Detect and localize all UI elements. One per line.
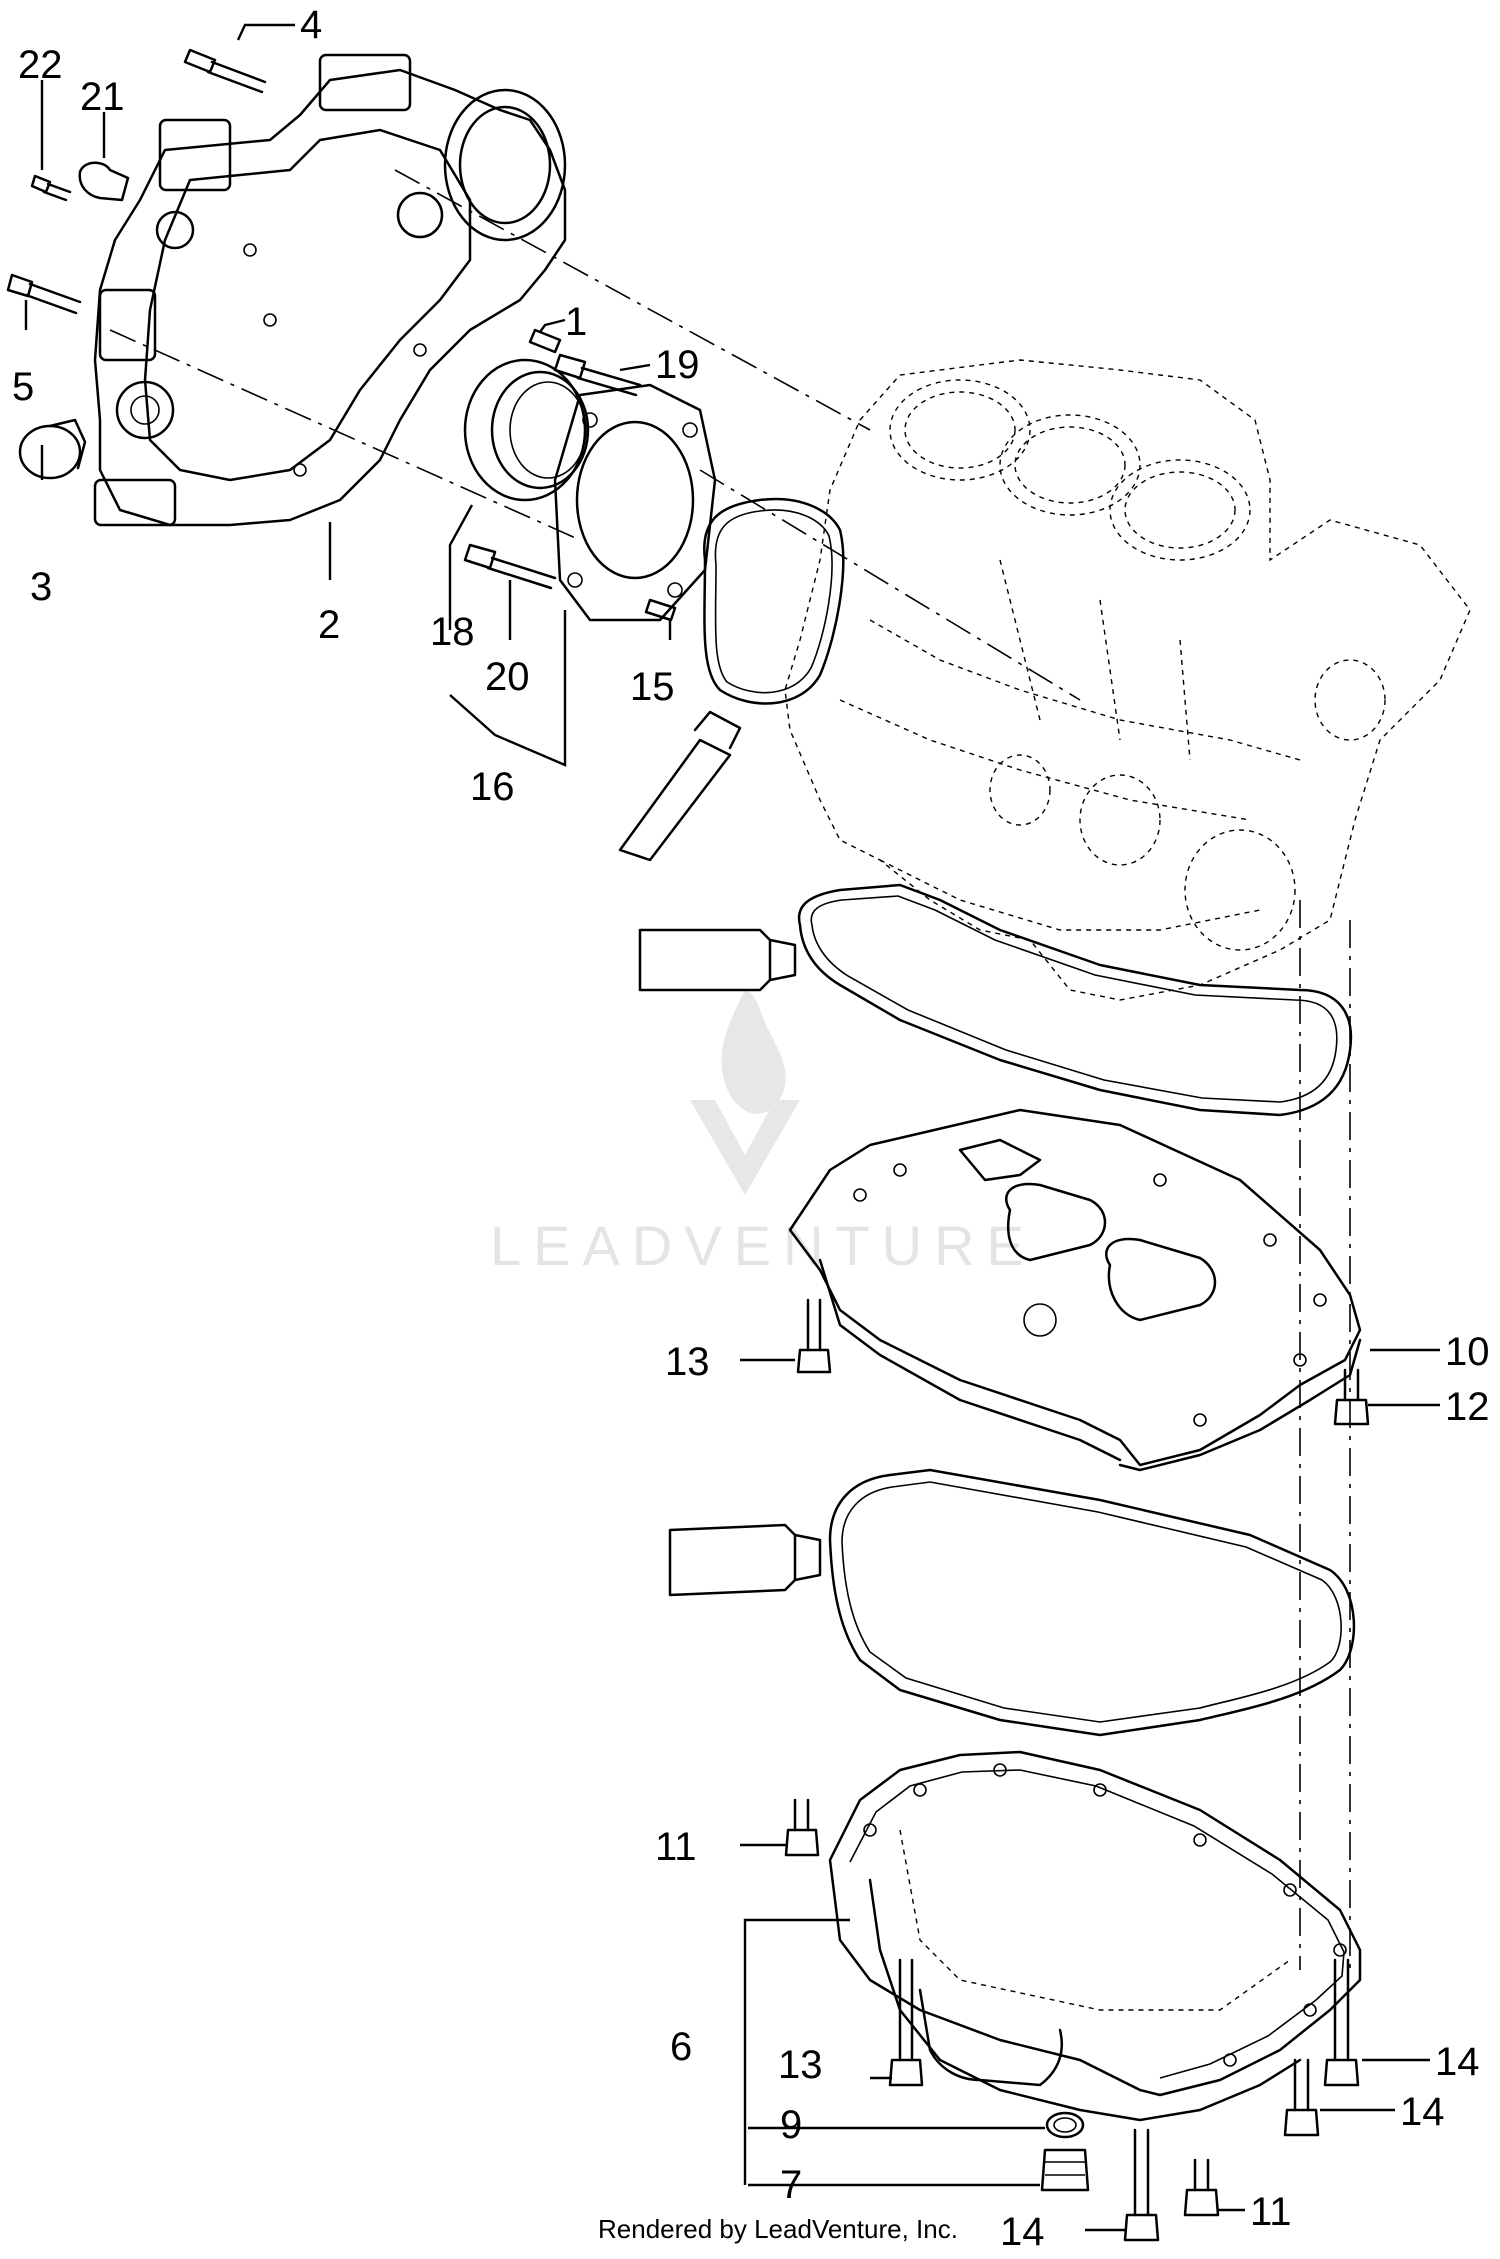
bolt-11-lower	[1183, 2158, 1220, 2217]
o-ring-9	[1045, 2111, 1085, 2139]
bolt-19	[553, 353, 642, 397]
watermark-text: LEADVENTURE	[490, 1214, 1036, 1277]
gasket-lower	[828, 1468, 1356, 1737]
bolt-12	[1333, 1368, 1370, 1426]
sensor-21	[78, 161, 130, 202]
callout-11-lower: 11	[1250, 2190, 1292, 2234]
oil-seal-18	[463, 358, 590, 502]
dowel-pin-1	[528, 328, 562, 354]
bolt-13-lower	[888, 1958, 924, 2087]
bolt-13-upper	[796, 1298, 832, 1374]
bolt-20	[463, 543, 557, 590]
bolt-14-right-lower	[1283, 2058, 1320, 2137]
callout-9: 9	[780, 2103, 802, 2147]
sealant-tube-lower	[668, 1523, 822, 1597]
callout-12: 12	[1445, 1385, 1490, 1429]
callout-14-bottom: 14	[1000, 2210, 1045, 2254]
callout-20: 20	[485, 655, 530, 699]
callout-3: 3	[30, 565, 52, 609]
sealant-tube-middle	[638, 928, 797, 992]
callout-13-upper: 13	[665, 1340, 710, 1384]
oil-pan	[828, 1750, 1362, 2122]
callout-7: 7	[780, 2163, 802, 2207]
gasket-upper	[703, 497, 845, 705]
oil-pan-adapter-plate	[788, 1108, 1362, 1472]
center-line-upper	[394, 169, 871, 431]
callout-21: 21	[80, 75, 125, 119]
bolt-4	[183, 48, 267, 94]
sealant-tube-upper	[618, 710, 742, 862]
callout-11-upper: 11	[655, 1825, 697, 1869]
callout-5: 5	[12, 365, 34, 409]
callout-22: 22	[18, 43, 63, 87]
bolt-11-upper	[784, 1798, 820, 1857]
bolt-14-right-upper	[1323, 1958, 1360, 2087]
callout-4: 4	[300, 3, 322, 47]
callout-18: 18	[430, 610, 475, 654]
watermark-logo: LEADVENTURE	[490, 990, 1036, 1277]
callout-13-lower: 13	[778, 2043, 823, 2087]
footer-credit: Rendered by LeadVenture, Inc.	[598, 2214, 958, 2244]
callout-labels: 4 22 21 5 3 2 1 19 18 20 15 16 13 10 12 …	[12, 3, 1490, 2254]
bolt-14-bottom	[1123, 2128, 1160, 2242]
callout-14-right-lower: 14	[1400, 2090, 1445, 2134]
plug-3	[18, 418, 87, 480]
drain-plug-7	[1040, 2148, 1090, 2192]
callout-1: 1	[565, 300, 587, 344]
center-line-left	[109, 329, 581, 541]
bolt-5	[6, 273, 82, 315]
flywheel-housing	[93, 53, 567, 527]
callout-15: 15	[630, 665, 675, 709]
callout-6: 6	[670, 2025, 692, 2069]
callout-19: 19	[655, 343, 700, 387]
bolt-22	[30, 174, 72, 202]
engine-block	[784, 359, 1471, 1001]
callout-14-right-upper: 14	[1435, 2040, 1480, 2084]
callout-2: 2	[318, 603, 340, 647]
center-line-mid	[699, 469, 1081, 701]
gasket-middle	[797, 883, 1353, 1117]
seal-case-16	[553, 383, 717, 622]
leader-lines	[24, 23, 1440, 2232]
callout-10: 10	[1445, 1330, 1490, 1374]
callout-16: 16	[470, 765, 515, 809]
